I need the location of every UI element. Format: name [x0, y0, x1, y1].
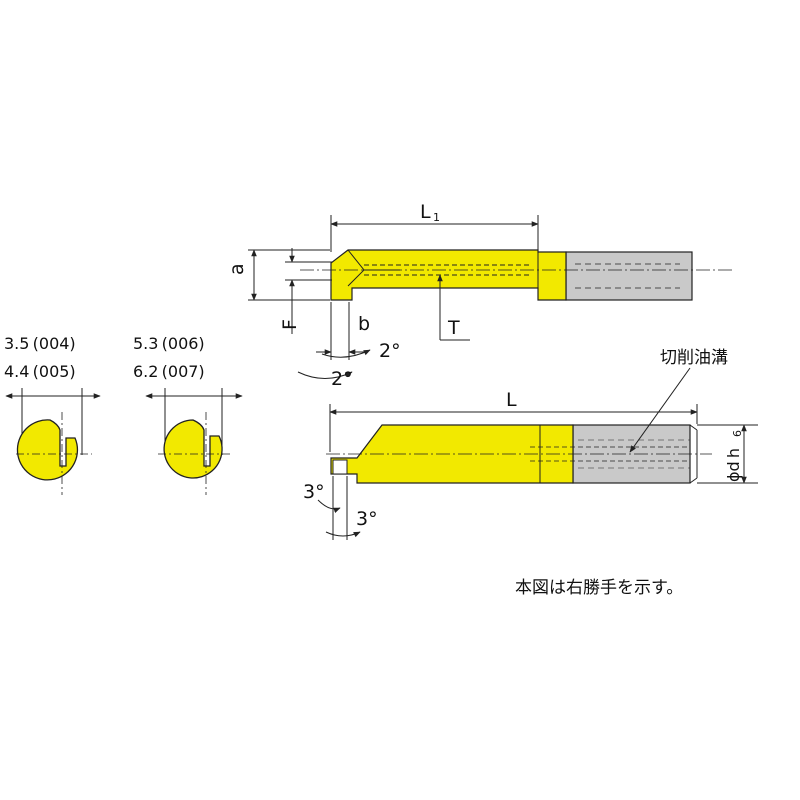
cs-left-size-1: 3.5 (004): [4, 334, 76, 353]
hand-note: 本図は右勝手を示す。: [515, 578, 683, 598]
shank-top: [565, 251, 693, 301]
top-view: L 1 a F b: [226, 201, 734, 390]
insert-section-left: [16, 419, 79, 481]
dim-T: T: [447, 317, 460, 339]
dim-diameter-subscript: 6: [731, 430, 744, 437]
angle-bottom-1: 3°: [303, 481, 325, 503]
angle-top-2: 2°: [331, 368, 353, 390]
dim-L: L: [506, 389, 517, 411]
cs-right-size-2: 6.2 (007): [133, 362, 205, 381]
dim-F: F: [279, 319, 301, 330]
cross-section-right: 5.3 (006) 6.2 (007): [133, 334, 243, 495]
angle-bottom-2: 3°: [356, 508, 378, 530]
dim-a: a: [226, 263, 248, 275]
cs-left-size-2: 4.4 (005): [4, 362, 76, 381]
cross-section-left: 3.5 (004) 4.4 (005): [4, 334, 101, 495]
insert-tip: [332, 459, 348, 475]
dim-diameter: ϕd h: [724, 448, 743, 482]
dim-b: b: [358, 313, 370, 335]
coolant-groove-label: 切削油溝: [660, 348, 728, 368]
dim-L1: L: [420, 201, 431, 223]
insert-section-right: [163, 419, 223, 479]
dim-L1-subscript: 1: [433, 211, 440, 224]
cs-right-size-1: 5.3 (006): [133, 334, 205, 353]
angle-top-1: 2°: [379, 340, 401, 362]
bottom-view: L ϕd h 6 切削油溝 3° 3°: [303, 348, 758, 540]
